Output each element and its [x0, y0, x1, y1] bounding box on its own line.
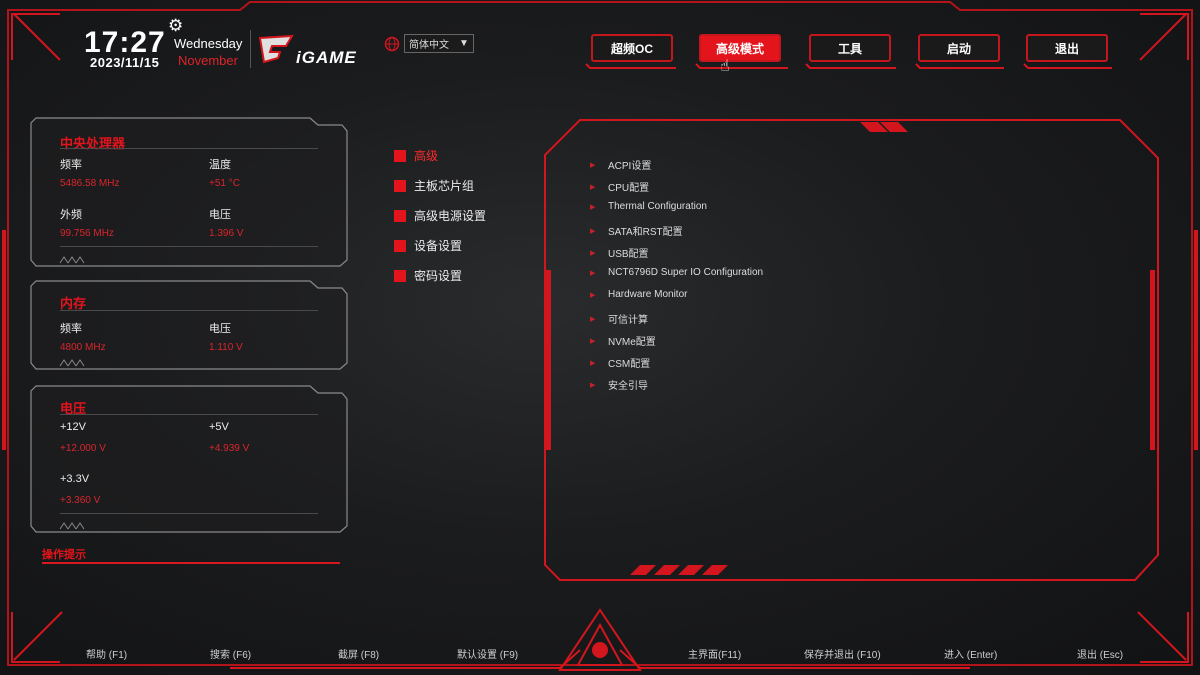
voltage-bottom-line: [60, 513, 318, 514]
submenu-item[interactable]: ▶NVMe配置: [590, 337, 656, 348]
triangle-right-icon: ▶: [590, 227, 596, 235]
submenu-item[interactable]: ▶可信计算: [590, 315, 648, 326]
footer-screenshot[interactable]: 截屏 (F8): [338, 650, 380, 661]
gear-icon[interactable]: ⚙: [168, 16, 184, 35]
menu-item-power[interactable]: 高级电源设置: [394, 207, 486, 224]
submenu-item[interactable]: ▶CSM配置: [590, 359, 651, 370]
v12-value: +12.000 V: [60, 443, 106, 454]
triangle-right-icon: ▶: [590, 291, 596, 299]
menu-marker-icon: [394, 269, 406, 282]
triangle-right-icon: ▶: [590, 359, 596, 367]
clock-date: 2023/11/15: [90, 55, 160, 70]
cpu-volt-value: 1.396 V: [209, 228, 244, 239]
month: November: [178, 53, 238, 68]
operation-hint-title: 操作提示: [42, 549, 86, 561]
triangle-right-icon: ▶: [590, 203, 596, 211]
cpu-bottom-line: [60, 246, 318, 247]
memory-freq-label: 频率: [60, 323, 82, 335]
cpu-temp-label: 温度: [209, 159, 231, 171]
tab-boot[interactable]: 启动: [918, 34, 1000, 62]
voltage-card-frame: [30, 385, 348, 533]
submenu-item[interactable]: ▶SATA和RST配置: [590, 227, 683, 238]
cpu-freq-label: 频率: [60, 159, 82, 171]
footer-search[interactable]: 搜索 (F6): [210, 650, 252, 661]
footer-save-exit[interactable]: 保存并退出 (F10): [804, 650, 881, 661]
memory-freq-value: 4800 MHz: [60, 342, 106, 353]
menu-item-advanced[interactable]: 高级: [394, 147, 438, 164]
menu-item-chipset[interactable]: 主板芯片组: [394, 177, 474, 194]
language-value: 简体中文: [409, 40, 449, 51]
submenu-item[interactable]: ▶CPU配置: [590, 183, 650, 194]
v5-value: +4.939 V: [209, 443, 250, 454]
operation-hint-line: [42, 562, 340, 564]
chevron-down-icon: ▼: [459, 38, 469, 49]
menu-item-devices[interactable]: 设备设置: [394, 237, 462, 254]
triangle-right-icon: ▶: [590, 183, 596, 191]
voltage-title: 电压: [60, 401, 87, 416]
header-divider: [250, 30, 251, 68]
triangle-right-icon: ▶: [590, 315, 596, 323]
menu-marker-icon: [394, 239, 406, 252]
igame-logo-icon: [258, 34, 294, 64]
submenu-item[interactable]: ▶Hardware Monitor: [590, 289, 688, 300]
voltage-title-line: [60, 414, 318, 415]
triangle-right-icon: ▶: [590, 269, 596, 277]
menu-marker-icon: [394, 149, 406, 162]
v33-label: +3.3V: [60, 473, 90, 485]
memory-volt-value: 1.110 V: [209, 342, 243, 353]
cpu-card-frame: [30, 117, 348, 267]
menu-marker-icon: [394, 209, 406, 222]
submenu-item[interactable]: ▶USB配置: [590, 249, 649, 260]
triangle-right-icon: ▶: [590, 161, 596, 169]
triangle-right-icon: ▶: [590, 337, 596, 345]
cpu-bclk-value: 99.756 MHz: [60, 228, 114, 239]
submenu-item[interactable]: ▶安全引导: [590, 381, 648, 392]
memory-title: 内存: [60, 296, 87, 311]
cpu-volt-label: 电压: [209, 209, 231, 221]
memory-card-frame: [30, 280, 348, 370]
cpu-freq-value: 5486.58 MHz: [60, 178, 120, 189]
memory-title-line: [60, 310, 318, 311]
submenu-item[interactable]: ▶Thermal Configuration: [590, 201, 707, 212]
triangle-right-icon: ▶: [590, 249, 596, 257]
menu-marker-icon: [394, 179, 406, 192]
submenu-item[interactable]: ▶ACPI设置: [590, 161, 652, 172]
tab-overclock[interactable]: 超频OC: [591, 34, 673, 62]
submenu-item[interactable]: ▶NCT6796D Super IO Configuration: [590, 267, 764, 278]
cpu-temp-value: +51 °C: [209, 178, 240, 189]
footer-enter[interactable]: 进入 (Enter): [944, 650, 998, 661]
tab-tools[interactable]: 工具: [809, 34, 891, 62]
v5-label: +5V: [209, 421, 229, 433]
triangle-right-icon: ▶: [590, 381, 596, 389]
menu-item-password[interactable]: 密码设置: [394, 267, 462, 284]
footer-help[interactable]: 帮助 (F1): [86, 650, 128, 661]
v12-label: +12V: [60, 421, 86, 433]
globe-icon: [384, 36, 400, 51]
language-dropdown[interactable]: 简体中文 ▼: [404, 34, 474, 53]
brand-logo: iGAME: [296, 48, 357, 67]
cpu-title-line: [60, 148, 318, 149]
cpu-title: 中央处理器: [60, 136, 126, 151]
language-selector[interactable]: 简体中文 ▼: [384, 34, 474, 53]
footer-exit[interactable]: 退出 (Esc): [1077, 650, 1124, 661]
footer-main[interactable]: 主界面(F11): [688, 650, 742, 661]
cpu-bclk-label: 外频: [60, 209, 82, 221]
weekday: Wednesday: [174, 36, 243, 51]
hand-cursor-icon: ☝: [720, 58, 730, 75]
memory-volt-label: 电压: [209, 323, 231, 335]
footer-defaults[interactable]: 默认设置 (F9): [457, 650, 519, 661]
clock-time: 17:27: [84, 26, 166, 59]
tab-exit[interactable]: 退出: [1026, 34, 1108, 62]
tab-advanced[interactable]: 高级模式: [699, 34, 781, 62]
v33-value: +3.360 V: [60, 495, 101, 506]
